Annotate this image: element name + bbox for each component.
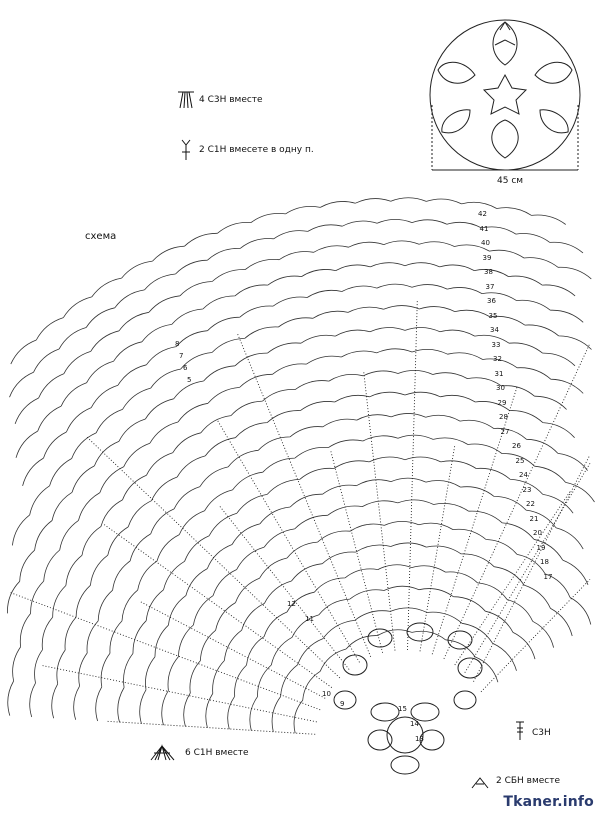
stitch-spoke <box>329 449 384 653</box>
row-number-right: 19 <box>536 543 546 552</box>
stitch-spoke <box>9 591 321 711</box>
legend-c3h: С3Н <box>532 728 551 738</box>
row-number-right: 34 <box>490 326 499 334</box>
chain-arch-row <box>139 477 584 724</box>
row-number-right: 24 <box>519 471 528 479</box>
row-number-right: 32 <box>493 355 502 363</box>
row-number-right: 41 <box>479 224 489 233</box>
row-number-right: 26 <box>512 442 521 450</box>
row-number-right: 35 <box>488 311 498 320</box>
row-number-bottom: 11 <box>305 615 314 623</box>
stitch-spoke <box>218 504 350 670</box>
chain-arch-row <box>117 456 574 723</box>
row-number-right: 38 <box>484 268 493 276</box>
stitch-spoke <box>86 436 341 679</box>
row-number-right: 23 <box>522 485 532 494</box>
watermark-text: Tkaner.info <box>503 794 594 810</box>
stitch-spoke <box>454 489 572 666</box>
row-number-right: 25 <box>515 456 525 465</box>
row-number-bottom: 12 <box>287 600 296 608</box>
chain-arch-row <box>227 564 554 730</box>
row-number-right: 21 <box>529 514 539 523</box>
legend-6-c1h-together: 6 С1Н вместе <box>185 748 249 758</box>
row-number-right: 33 <box>491 340 501 349</box>
stitch-spoke <box>419 444 456 652</box>
center-flower-motif <box>333 622 483 775</box>
watermark-logo: Tkaner.info <box>503 794 594 810</box>
chain-arch-row <box>183 520 592 727</box>
chain-arch-row <box>205 542 573 728</box>
row-number-left: 6 <box>183 364 188 372</box>
stitch-spoke <box>473 454 591 682</box>
row-number-right: 29 <box>497 398 507 407</box>
row-number-left: 5 <box>187 376 192 384</box>
row-number-right: 30 <box>496 384 505 392</box>
chain-arch-row <box>9 218 584 398</box>
row-number-right: 18 <box>540 558 549 566</box>
legend-symbols <box>150 91 524 789</box>
chart-title: схема <box>85 231 117 242</box>
chain-arch-row <box>161 499 589 726</box>
chain-arch-row <box>12 305 592 546</box>
row-number-right: 40 <box>481 239 490 247</box>
stitch-spokes <box>9 300 591 735</box>
stitch-spoke <box>103 524 333 688</box>
legend-4-c3h-together: 4 С3Н вместе <box>199 95 263 105</box>
row-number-bottom: 14 <box>410 720 419 728</box>
chain-arch-row <box>73 413 588 720</box>
chain-arch-row <box>95 434 595 722</box>
row-number-right: 17 <box>543 572 553 581</box>
chain-arch-row <box>7 327 576 614</box>
dimension-label: 45 см <box>497 176 524 186</box>
chain-arch-grid <box>7 197 595 734</box>
chain-arch-row <box>271 607 517 732</box>
row-number-right: 39 <box>482 253 492 262</box>
stitch-spoke <box>105 720 316 735</box>
row-number-right: 36 <box>487 297 496 305</box>
stitch-spoke <box>42 665 317 723</box>
row-number-right: 22 <box>526 500 535 508</box>
chain-arch-row <box>51 391 575 719</box>
chain-arch-row <box>15 262 576 458</box>
row-number-left: 7 <box>179 352 184 360</box>
stitch-spoke <box>236 333 372 657</box>
row-number-right: 27 <box>500 427 510 436</box>
legend-2-sbn-together: 2 СБН вместе <box>496 776 561 786</box>
legend-2-c1h-into-one: 2 С1Н вмесете в одну п. <box>199 145 314 155</box>
stitch-spoke <box>464 463 591 673</box>
stitch-spoke <box>443 343 591 659</box>
stitch-spoke <box>363 372 396 651</box>
row-number-bottom: 15 <box>398 705 407 713</box>
chain-arch-row <box>293 629 499 734</box>
chain-arch-row <box>10 197 566 365</box>
row-number-right: 20 <box>533 529 542 537</box>
chain-arch-row <box>7 348 584 716</box>
overview-doily-thumbnail <box>429 19 581 171</box>
stitch-spoke <box>407 300 418 651</box>
row-number-right: 28 <box>499 413 508 421</box>
row-number-right: 37 <box>485 282 495 291</box>
chain-arch-row <box>22 283 584 486</box>
row-number-right: 42 <box>478 210 487 218</box>
chain-arch-row <box>249 585 536 731</box>
row-number-bottom: 9 <box>340 700 345 708</box>
row-number-left: 8 <box>175 340 180 348</box>
stitch-spoke <box>480 578 591 693</box>
row-number-bottom: 10 <box>322 690 331 698</box>
row-number-right: 31 <box>494 369 504 378</box>
chain-arch-row <box>14 240 592 425</box>
row-number-bottom: 13 <box>415 735 424 743</box>
stitch-spoke <box>138 600 326 699</box>
chain-arch-row <box>29 370 567 718</box>
